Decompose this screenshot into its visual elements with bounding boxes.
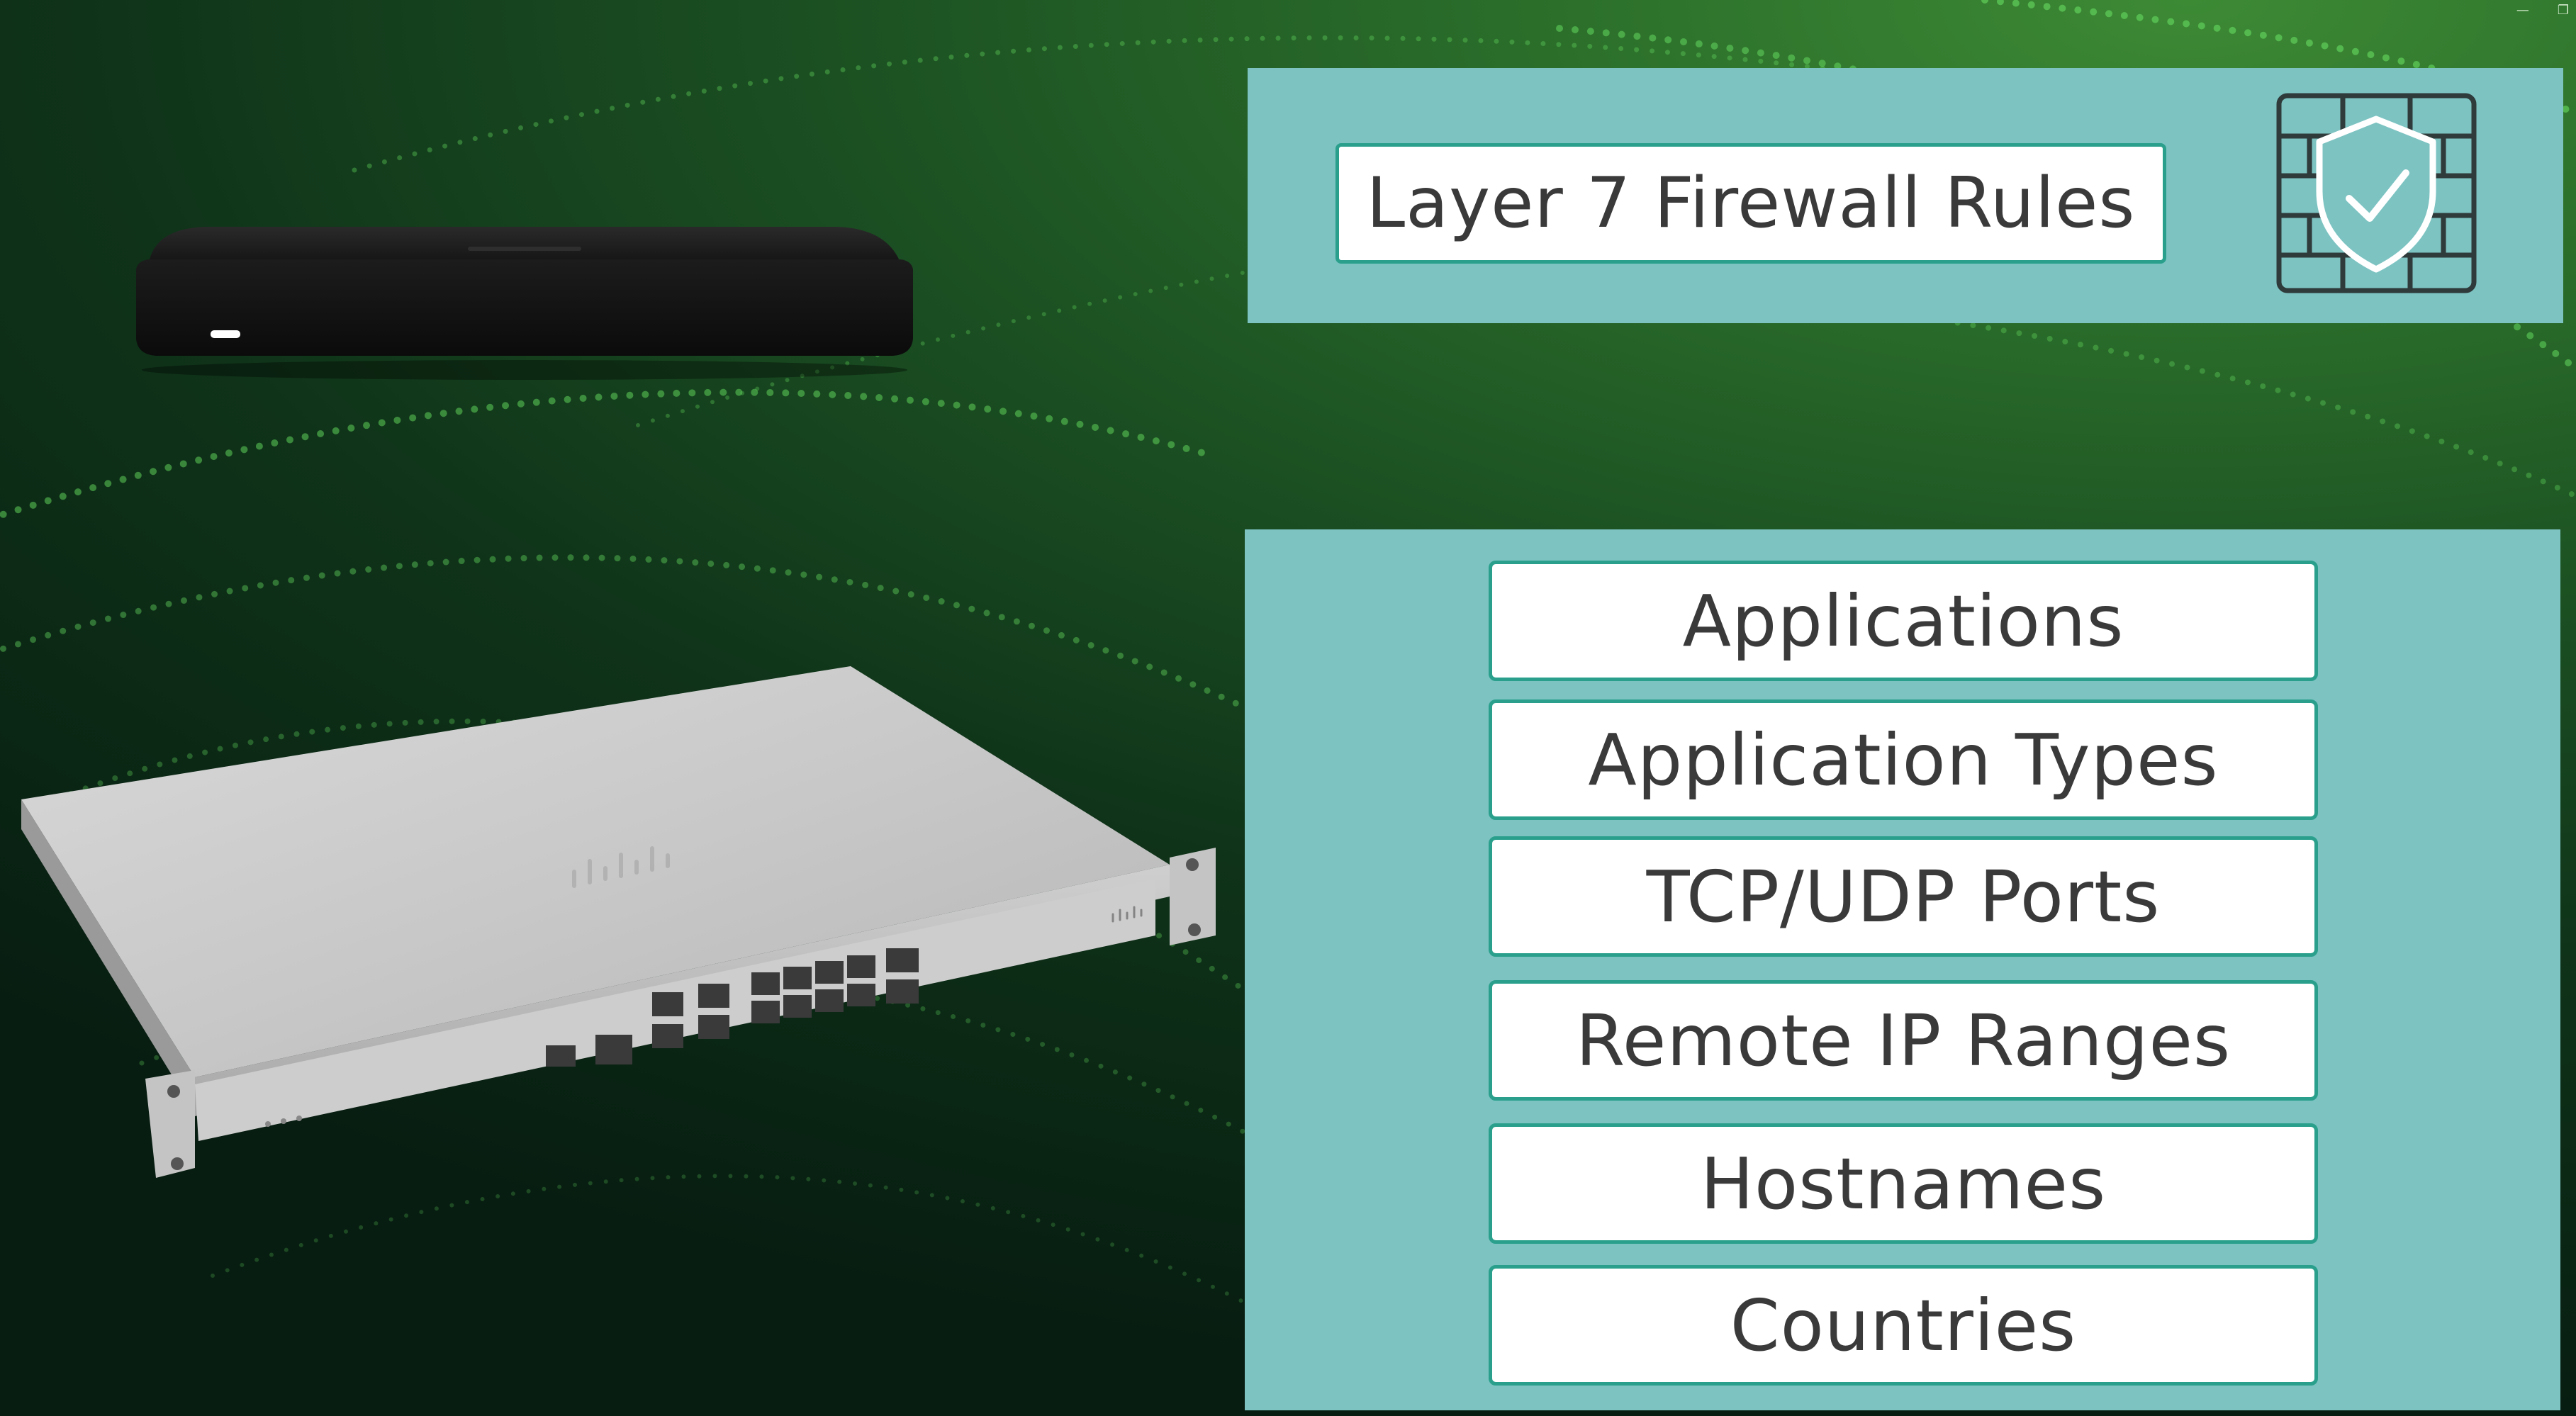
rule-type-application-types: Application Types	[1489, 699, 2318, 820]
rule-type-hostnames: Hostnames	[1489, 1123, 2318, 1244]
rule-types-panel: Applications Application Types TCP/UDP P…	[1245, 529, 2560, 1410]
rack-security-appliance-image	[21, 666, 1216, 1178]
desktop-security-appliance-image	[136, 227, 913, 380]
rule-type-tcp-udp-ports: TCP/UDP Ports	[1489, 836, 2318, 957]
minimize-icon[interactable]: —	[2516, 3, 2529, 18]
title-panel: Layer 7 Firewall Rules	[1248, 68, 2563, 323]
rule-type-remote-ip-ranges: Remote IP Ranges	[1489, 980, 2318, 1101]
firewall-shield-check-icon	[2276, 93, 2477, 293]
slide-title: Layer 7 Firewall Rules	[1335, 143, 2166, 264]
rule-type-countries: Countries	[1489, 1265, 2318, 1386]
restore-icon[interactable]: ❐	[2557, 3, 2569, 18]
window-controls[interactable]: — ❐	[2516, 3, 2569, 18]
rule-type-applications: Applications	[1489, 561, 2318, 681]
